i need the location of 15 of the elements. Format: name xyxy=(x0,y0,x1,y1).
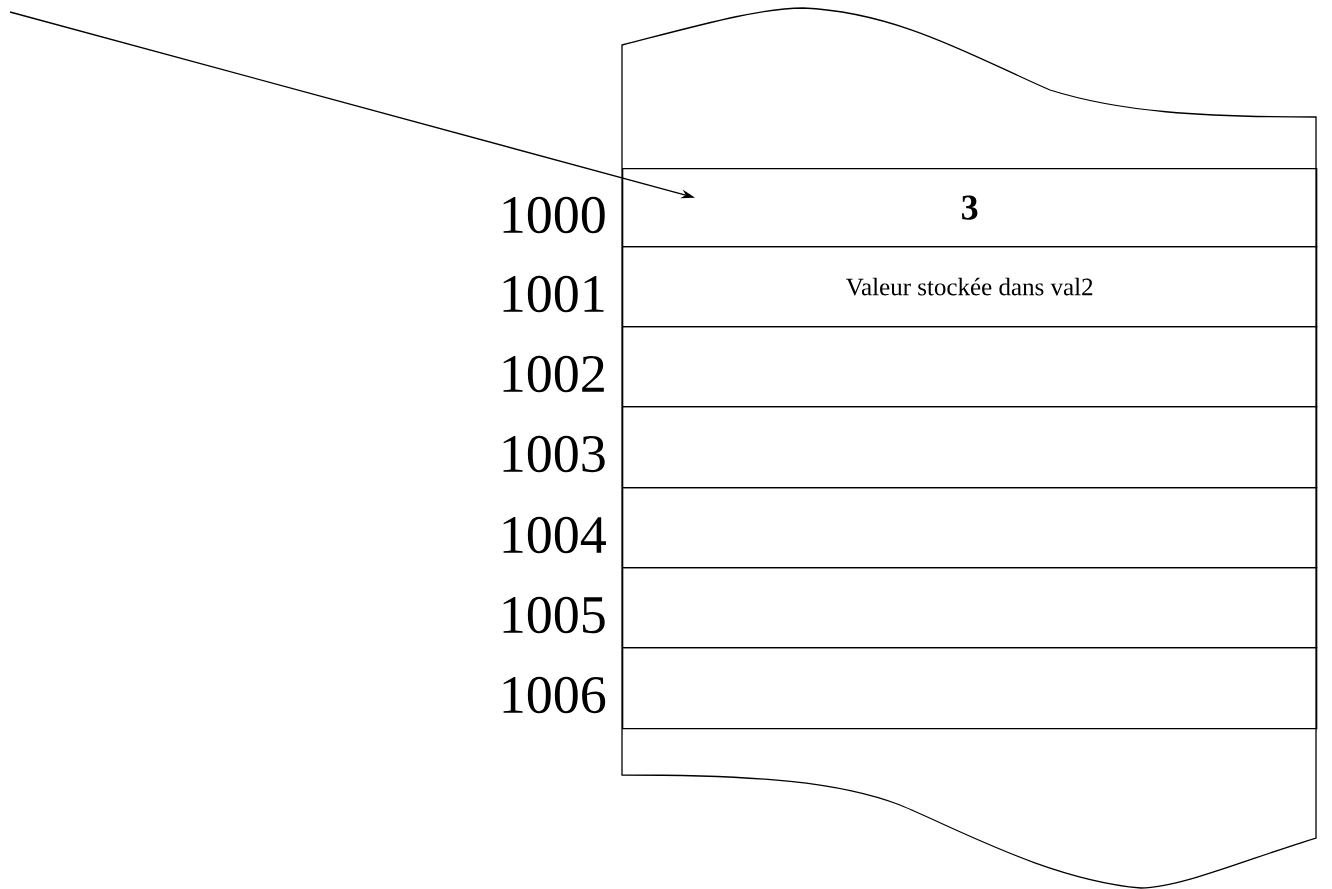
memory-cell xyxy=(622,406,1318,489)
memory-strip xyxy=(621,7,1317,889)
address-label: 1000 xyxy=(503,196,605,234)
address-label: 1003 xyxy=(503,435,605,473)
address-label: 1004 xyxy=(503,516,606,554)
address-label: 1002 xyxy=(503,355,604,393)
address-label: 1001 xyxy=(503,275,604,313)
memory-cell: 3 xyxy=(622,168,1318,248)
memory-cell xyxy=(622,326,1318,408)
address-label: 1005 xyxy=(503,596,605,634)
memory-cell: Valeur stockée dans val2 xyxy=(622,246,1318,328)
address-label: 1006 xyxy=(503,676,606,714)
memory-cell xyxy=(622,487,1318,569)
memory-cell xyxy=(622,647,1318,730)
memory-cell xyxy=(622,567,1318,649)
